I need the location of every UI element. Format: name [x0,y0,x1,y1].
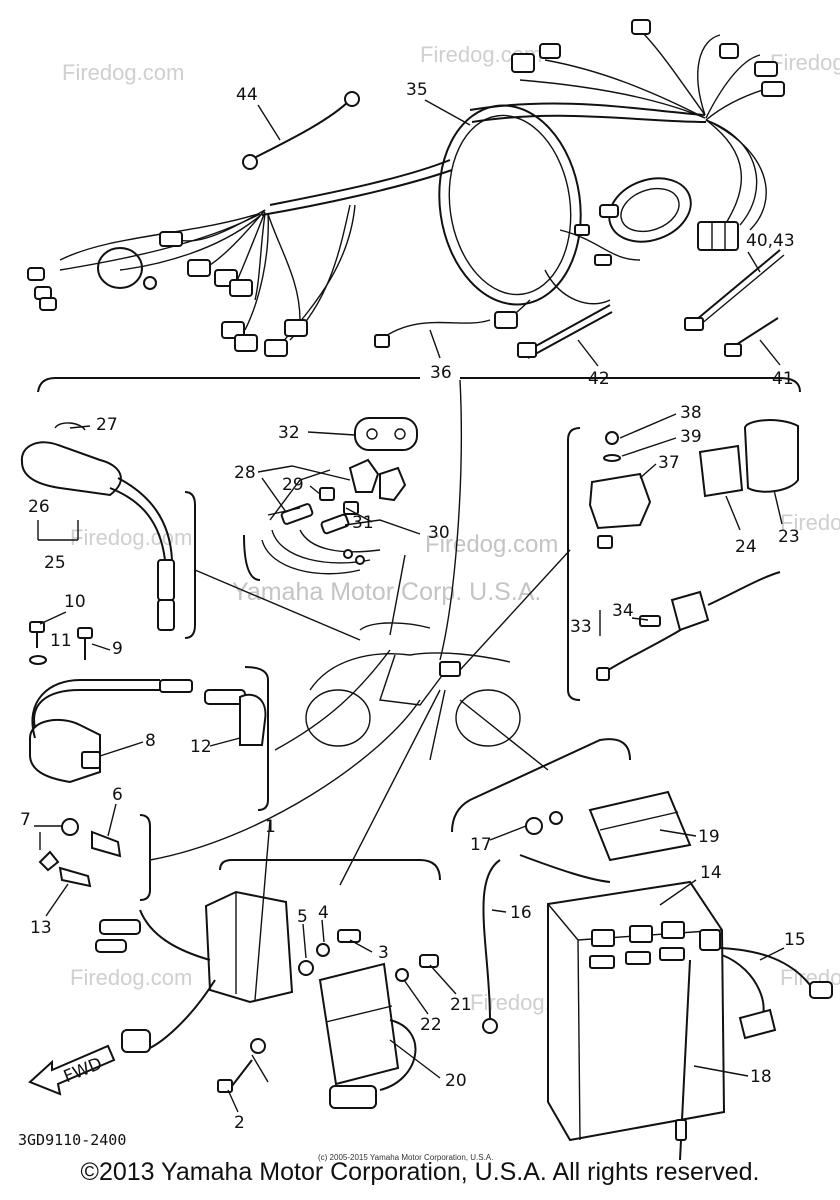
callout-38: 38 [680,403,702,423]
callout-25: 25 [44,553,66,573]
callout-27: 27 [96,415,118,435]
fwd-label: FWD [61,1054,105,1087]
callout-24: 24 [735,537,757,557]
callout-2: 2 [234,1113,245,1133]
callout-15: 15 [784,930,806,950]
watermark-bottom-left: Firedog.com [70,965,192,990]
watermark-top-right: Firedog.com [770,50,840,75]
watermark-center-site: Firedog.com [425,531,558,558]
watermark-center-corp: Yamaha Motor Corp. U.S.A. [232,578,541,606]
callout-17: 17 [470,835,492,855]
handlebar-switch [20,422,196,639]
callout-32: 32 [278,423,300,443]
callout-39: 39 [680,427,702,447]
callout-19: 19 [698,827,720,847]
callout-9: 9 [112,639,123,659]
callout-41: 41 [772,369,794,389]
callout-33: 33 [570,617,592,637]
wire-harness [27,19,785,359]
callout-labels: 1 2 3 4 5 6 7 8 9 10 11 12 13 14 15 16 1… [20,80,806,1133]
callout-12: 12 [190,737,212,757]
callout-29: 29 [282,475,304,495]
callout-28: 28 [234,463,256,483]
callout-36: 36 [430,363,452,383]
callout-22: 22 [420,1015,442,1035]
callout-leaders [34,99,785,1113]
battery [451,738,833,1161]
callout-7: 7 [20,810,31,830]
callout-37: 37 [658,453,680,473]
callout-5: 5 [297,907,308,927]
callout-44: 44 [236,85,258,105]
watermark-mid-right: Firedog.com [780,510,840,535]
callout-18: 18 [750,1067,772,1087]
copyright-notice: ©2013 Yamaha Motor Corporation, U.S.A. A… [80,1158,760,1186]
callout-4: 4 [318,903,329,923]
watermark-mid-left: Firedog.com [70,525,192,550]
callout-26: 26 [28,497,50,517]
motorcycle-outline [305,622,521,747]
harness-group-bracket [37,377,801,393]
neutral-switch [38,814,151,901]
callout-35: 35 [406,80,428,100]
callout-8: 8 [145,731,156,751]
fwd-arrow: FWD [28,1044,116,1096]
cdi-and-rectifier [95,859,441,1109]
callout-3: 3 [378,943,389,963]
callout-14: 14 [700,863,722,883]
source-note: (c) 2005-2015 Yamaha Motor Corporation, … [318,1153,493,1162]
callout-30: 30 [428,523,450,543]
callout-11: 11 [50,631,72,651]
callout-40-43: 40,43 [746,231,795,251]
starter-relay-group [567,419,799,701]
callout-13: 13 [30,918,52,938]
callout-23: 23 [778,527,800,547]
leader-lines [149,379,571,886]
ignition-coil [29,666,269,811]
callout-34: 34 [612,601,634,621]
callout-10: 10 [64,592,86,612]
watermark-top-left: Firedog.com [62,60,184,85]
callout-20: 20 [445,1071,467,1091]
watermark-layer: Firedog.com Firedog.com Firedog.com Fire… [62,42,840,1015]
callout-42: 42 [588,369,610,389]
diagram-code: 3GD9110-2400 [18,1131,126,1149]
bolts-9-10-11 [29,621,93,665]
callout-1: 1 [265,817,276,837]
callout-16: 16 [510,903,532,923]
callout-6: 6 [112,785,123,805]
callout-21: 21 [450,995,472,1015]
connectors-28-31 [243,417,418,581]
